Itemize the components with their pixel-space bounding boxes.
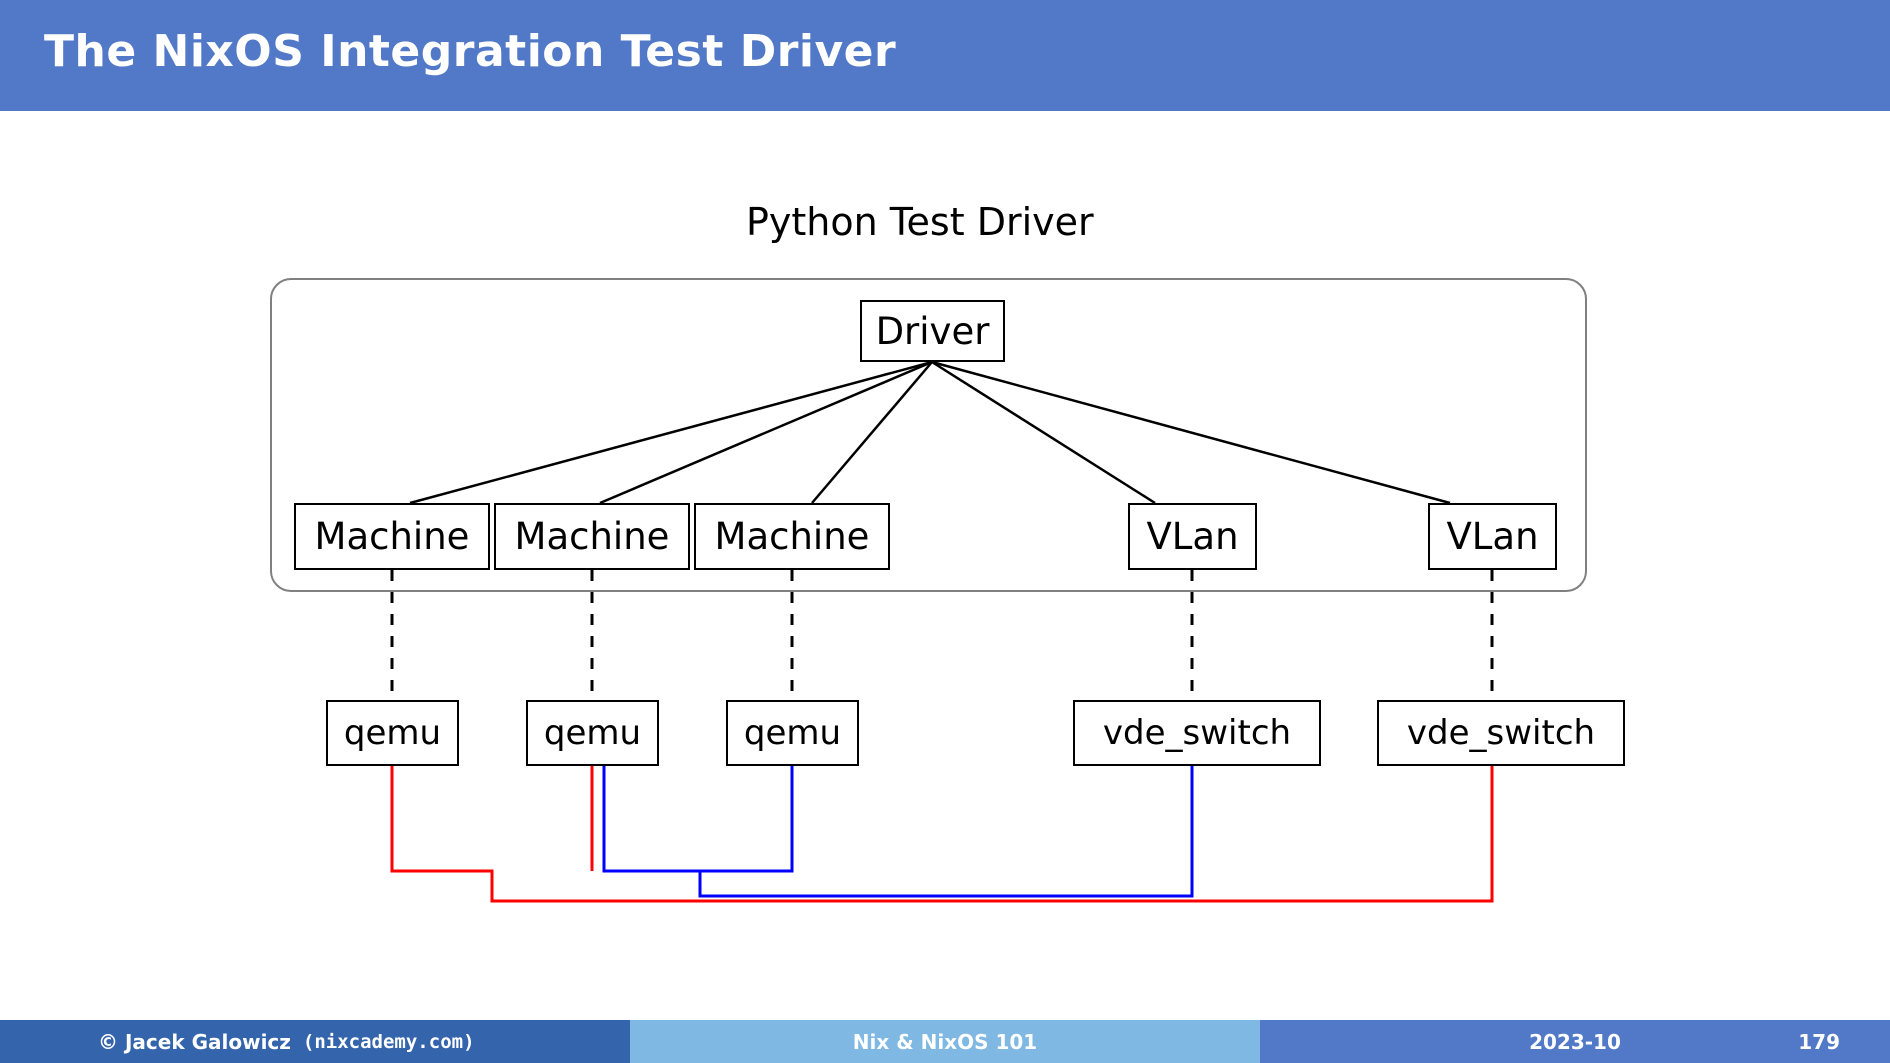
diagram-lines-svg	[270, 278, 1587, 903]
node-driver[interactable]: Driver	[860, 300, 1005, 362]
node-machine-1[interactable]: Machine	[294, 503, 490, 570]
node-vde-switch-1[interactable]: vde_switch	[1073, 700, 1321, 766]
footer-date: 2023-10	[1529, 1029, 1621, 1054]
footer-meta-segment: 2023-10 179	[1260, 1020, 1890, 1063]
slide-footer: © Jacek Galowicz (nixcademy.com) Nix & N…	[0, 1020, 1890, 1063]
node-qemu-3[interactable]: qemu	[726, 700, 859, 766]
driver-links	[409, 360, 1451, 505]
footer-course-title: Nix & NixOS 101	[852, 1029, 1038, 1054]
python-test-driver-group-box	[270, 278, 1587, 592]
node-qemu-1[interactable]: qemu	[326, 700, 459, 766]
footer-website[interactable]: (nixcademy.com)	[302, 1030, 475, 1053]
footer-author-segment: © Jacek Galowicz (nixcademy.com)	[0, 1020, 630, 1063]
footer-page-number: 179	[1798, 1029, 1840, 1054]
process-links	[390, 570, 1494, 700]
node-vlan-1[interactable]: VLan	[1128, 503, 1257, 570]
network-blue-wires	[602, 766, 1194, 898]
node-qemu-2[interactable]: qemu	[526, 700, 659, 766]
network-red-wires	[390, 766, 1494, 903]
architecture-diagram: Python Test Driver Driver Machine Machin…	[0, 111, 1890, 1020]
node-machine-3[interactable]: Machine	[694, 503, 890, 570]
diagram-group-label: Python Test Driver	[746, 200, 1094, 244]
node-vde-switch-2[interactable]: vde_switch	[1377, 700, 1625, 766]
node-machine-2[interactable]: Machine	[494, 503, 690, 570]
slide-header-bar: The NixOS Integration Test Driver	[0, 0, 1890, 111]
footer-author: © Jacek Galowicz	[98, 1029, 291, 1054]
page-title: The NixOS Integration Test Driver	[44, 26, 897, 77]
footer-course-segment: Nix & NixOS 101	[630, 1020, 1260, 1063]
node-vlan-2[interactable]: VLan	[1428, 503, 1557, 570]
